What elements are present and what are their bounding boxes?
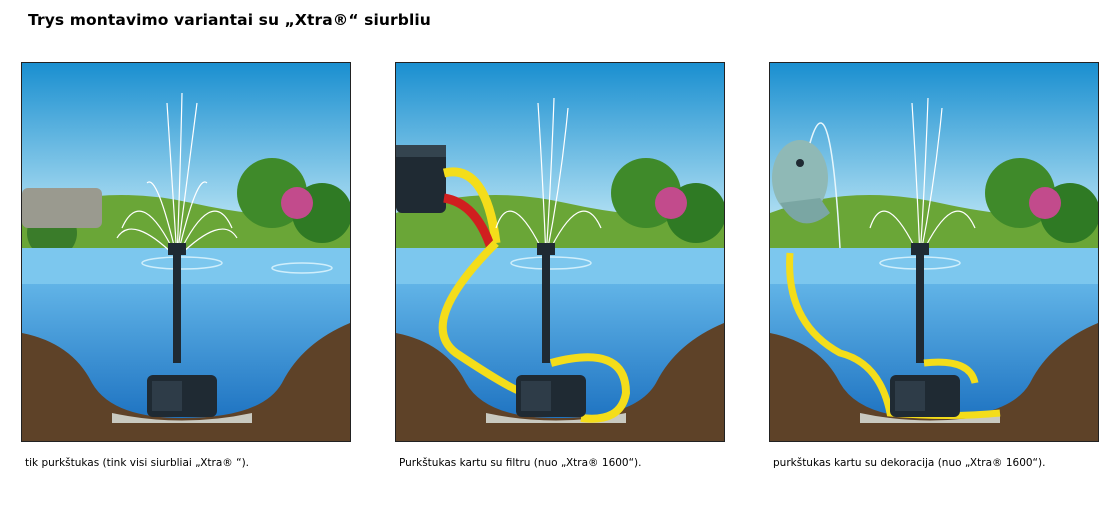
- panel-fountain-only: [21, 62, 351, 442]
- pump-icon: [147, 375, 217, 417]
- fountain-spray-icon: [116, 92, 238, 259]
- caption-fountain-decoration: purkštukas kartu su dekoracija (nuo „Xtr…: [773, 457, 1046, 469]
- filter-box-icon: [396, 145, 446, 213]
- pond-illustration: [396, 63, 724, 441]
- page-title: Trys montavimo variantai su „Xtra®“ siur…: [28, 11, 431, 29]
- pump-icon: [516, 375, 586, 417]
- panel-fountain-decoration: [769, 62, 1099, 442]
- fish-statue-icon: [772, 140, 830, 224]
- pump-icon: [890, 375, 960, 417]
- pond-illustration: [22, 63, 350, 441]
- caption-fountain-only: tik purkštukas (tink visi siurbliai „Xtr…: [25, 457, 249, 469]
- panel-fountain-filter: [395, 62, 725, 442]
- caption-fountain-filter: Purkštukas kartu su filtru (nuo „Xtra® 1…: [399, 457, 642, 469]
- pond-illustration: [770, 63, 1098, 441]
